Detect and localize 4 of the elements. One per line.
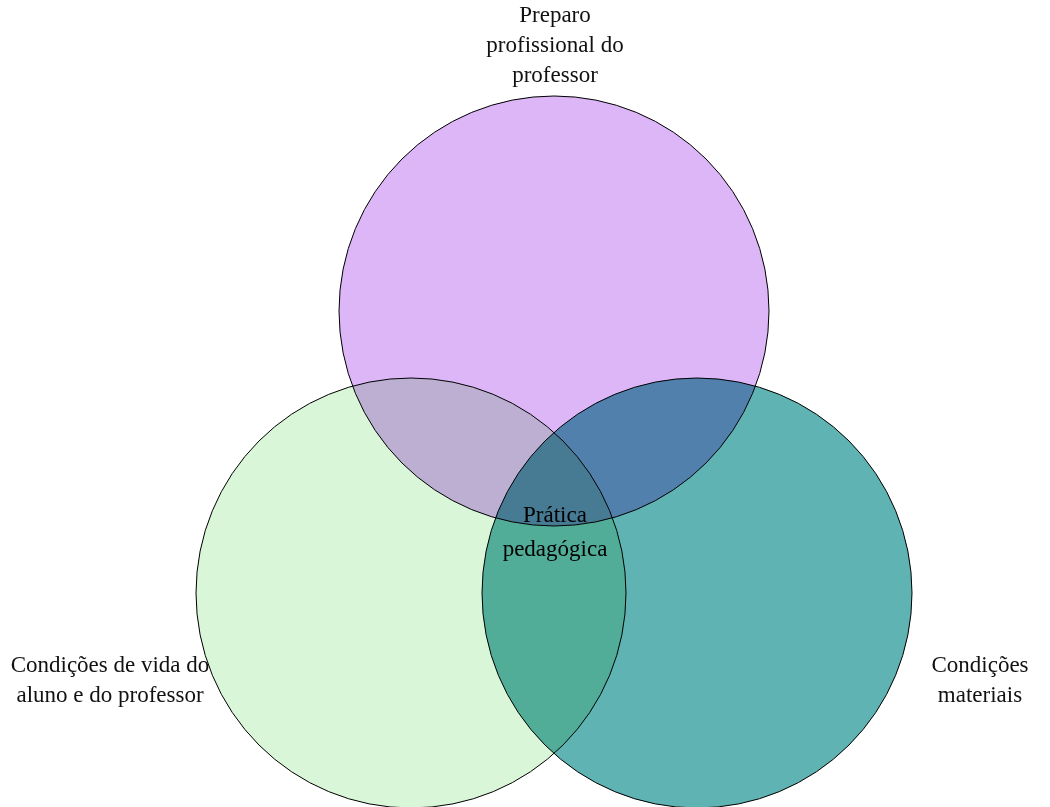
circle-label: Condições de vida do aluno e do professor bbox=[10, 651, 210, 709]
circle-label: Condições materiais bbox=[930, 651, 1030, 709]
circle-label: Preparo profissional do professor bbox=[485, 1, 625, 89]
intersection-label: Prática pedagógica bbox=[501, 501, 609, 563]
